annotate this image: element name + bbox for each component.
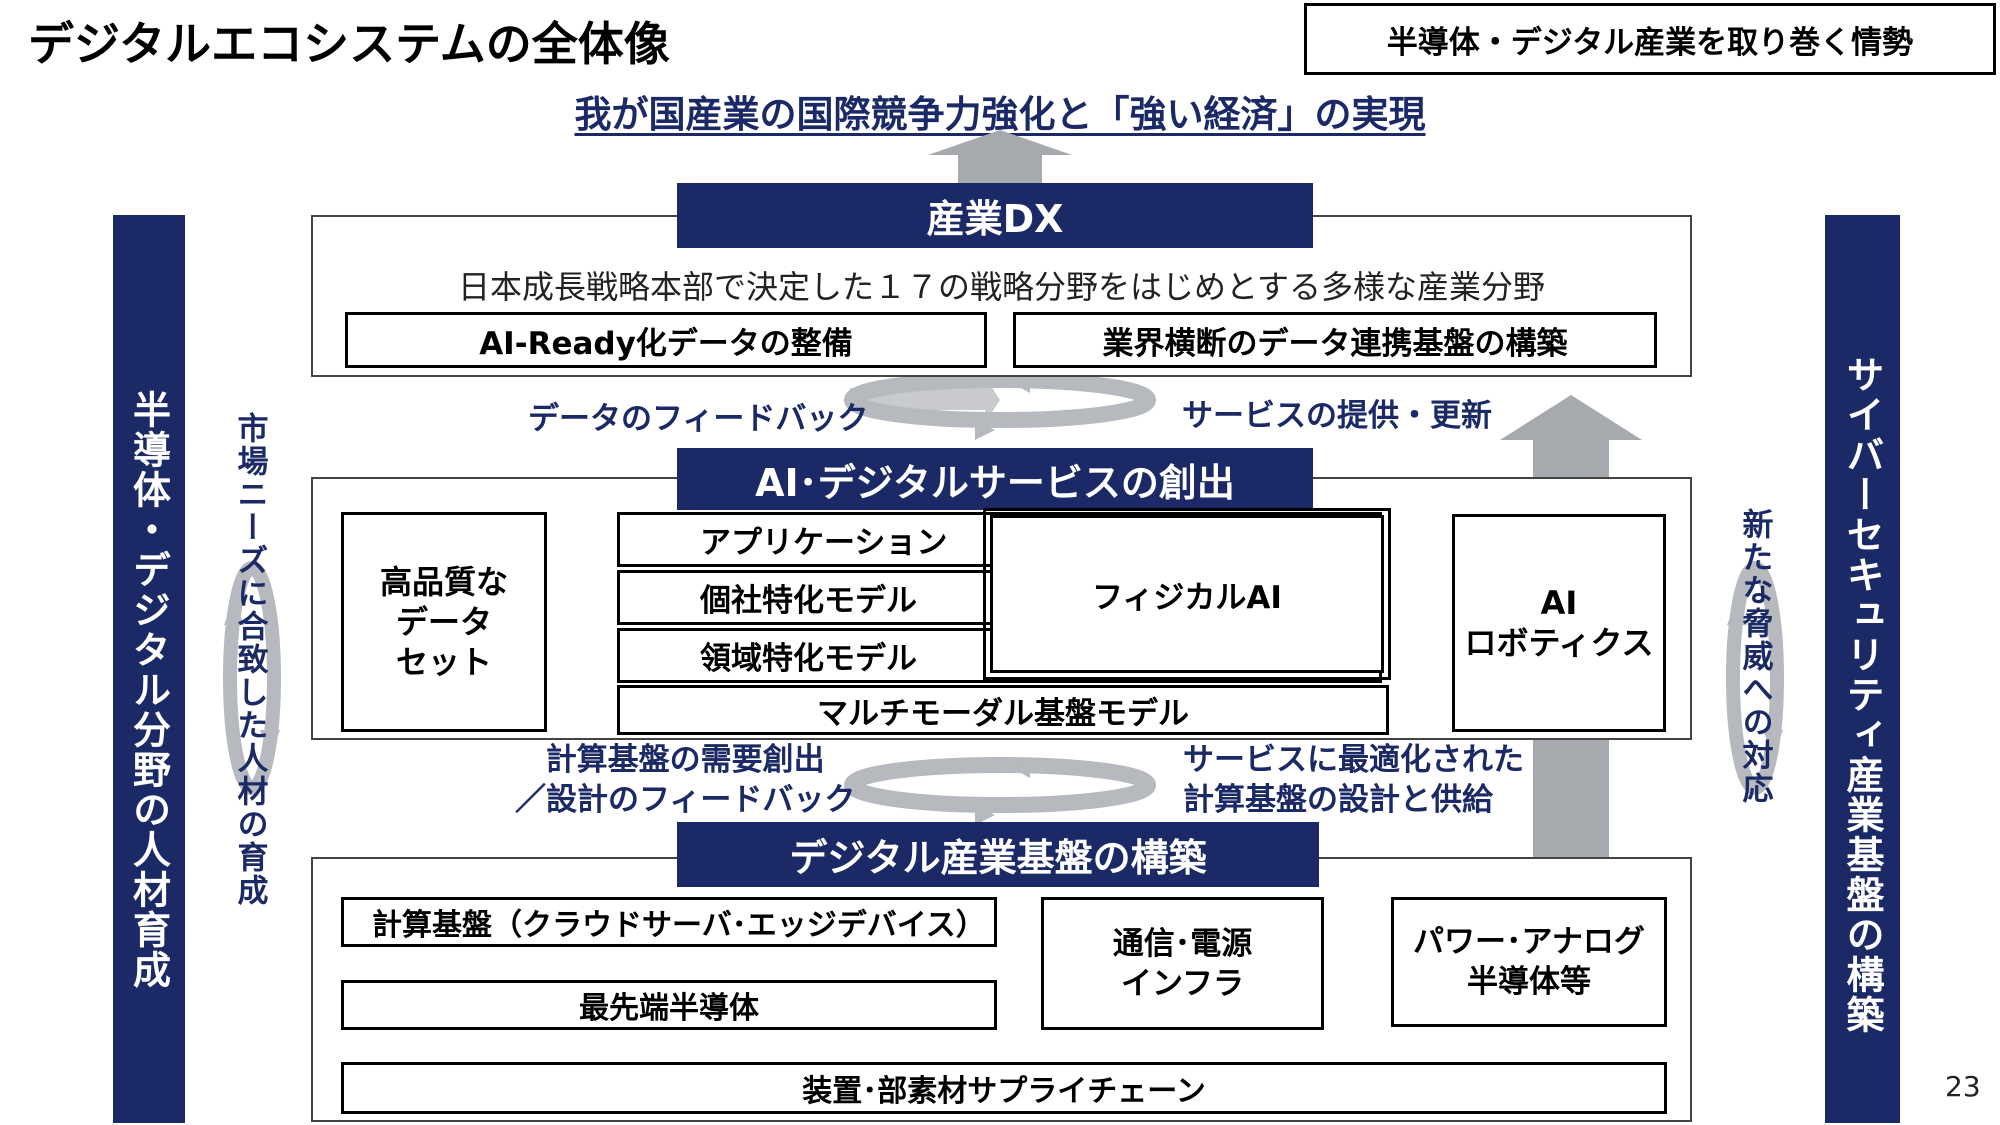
robotics-line-2: ロボティクス — [1464, 624, 1654, 662]
side-left-sub-text: 市場ニーズに合致した人材の育成 — [231, 412, 268, 907]
ai-label: AI･デジタルサービスの創出 — [677, 448, 1313, 510]
box-comm-power: 通信･電源 インフラ — [1041, 897, 1324, 1030]
dataset-line-3: セット — [395, 643, 492, 681]
box-supply-chain-text: 装置･部素材サプライチェーン — [802, 1074, 1206, 1109]
box-power-analog: パワー･アナログ 半導体等 — [1391, 897, 1667, 1027]
loop-bottom-left-2: ／設計のフィードバック — [515, 782, 856, 818]
box-physical-ai-text: フィジカルAI — [1092, 579, 1282, 616]
box-multimodal: マルチモーダル基盤モデル — [617, 685, 1389, 735]
header-badge-text: 半導体・デジタル産業を取り巻く情勢 — [1386, 24, 1914, 61]
dx-label: 産業DX — [677, 183, 1313, 248]
up-arrow-goal — [928, 130, 1072, 185]
side-right-sub: 新たな脅威への対応 — [1730, 508, 1780, 828]
dx-label-text: 産業DX — [926, 197, 1064, 241]
power-line-1: パワー･アナログ — [1413, 924, 1645, 960]
box-compute-text: 計算基盤（クラウドサーバ･エッジデバイス） — [372, 908, 986, 943]
dataset-line-1: 高品質な — [379, 563, 508, 601]
comm-line-2: インフラ — [1120, 965, 1245, 1002]
box-dataset: 高品質な データ セット — [341, 512, 547, 732]
side-right-sub-text: 新たな脅威への対応 — [1736, 508, 1773, 805]
power-line-2: 半導体等 — [1467, 964, 1591, 1000]
box-supply-chain: 装置･部素材サプライチェーン — [341, 1062, 1667, 1114]
side-right-main: サイバーセキュリティ産業基盤の構築 — [1840, 355, 1884, 1035]
dx-description: 日本成長戦略本部で決定した１７の戦略分野をはじめとする多様な産業分野 — [457, 268, 1546, 306]
box-data-platform-text: 業界横断のデータ連携基盤の構築 — [1102, 325, 1568, 362]
side-bar-left: 半導体・デジタル分野の人材育成 — [113, 215, 185, 1123]
box-physical-ai: フィジカルAI — [983, 508, 1391, 680]
goal-text: 我が国産業の国際競争力強化と「強い経済」の実現 — [574, 93, 1426, 136]
loop-bottom-left: 計算基盤の需要創出 ／設計のフィードバック — [515, 740, 855, 820]
box-semiconductor-text: 最先端半導体 — [579, 991, 759, 1026]
side-left-main: 半導体・デジタル分野の人材育成 — [126, 390, 171, 990]
comm-line-1: 通信･電源 — [1112, 925, 1253, 962]
box-application-text: アプリケーション — [700, 525, 948, 561]
ai-label-text: AI･デジタルサービスの創出 — [755, 460, 1235, 505]
infra-label-text: デジタル産業基盤の構築 — [789, 836, 1207, 880]
loop-top-left: データのフィードバック — [528, 401, 869, 437]
loop-top-right: サービスの提供・更新 — [1182, 398, 1492, 434]
loop-bottom-right: サービスに最適化された 計算基盤の設計と供給 — [1183, 740, 1524, 820]
robotics-line-1: AI — [1540, 584, 1578, 622]
side-left-sub: 市場ニーズに合致した人材の育成 — [225, 412, 275, 932]
header-badge: 半導体・デジタル産業を取り巻く情勢 — [1304, 3, 1996, 75]
loop-bottom-right-2: 計算基盤の設計と供給 — [1183, 782, 1493, 818]
box-data-platform: 業界横断のデータ連携基盤の構築 — [1013, 312, 1657, 368]
box-semiconductor: 最先端半導体 — [341, 980, 997, 1030]
box-ai-ready-data-text: AI-Ready化データの整備 — [479, 325, 853, 362]
loop-bottom-right-1: サービスに最適化された — [1183, 742, 1524, 778]
box-multimodal-text: マルチモーダル基盤モデル — [817, 695, 1189, 732]
infra-label: デジタル産業基盤の構築 — [677, 822, 1319, 887]
page-title: デジタルエコシステムの全体像 — [28, 17, 670, 71]
dataset-line-2: データ — [395, 603, 492, 641]
box-company-model-text: 個社特化モデル — [700, 583, 917, 619]
page-number: 23 — [1945, 1070, 1981, 1103]
loop-bottom-left-1: 計算基盤の需要創出 — [545, 742, 825, 778]
box-robotics: AI ロボティクス — [1452, 514, 1666, 732]
side-bar-right: サイバーセキュリティ産業基盤の構築 — [1825, 215, 1900, 1123]
box-compute: 計算基盤（クラウドサーバ･エッジデバイス） — [341, 897, 997, 947]
box-ai-ready-data: AI-Ready化データの整備 — [345, 312, 987, 368]
box-domain-model-text: 領域特化モデル — [700, 641, 917, 677]
